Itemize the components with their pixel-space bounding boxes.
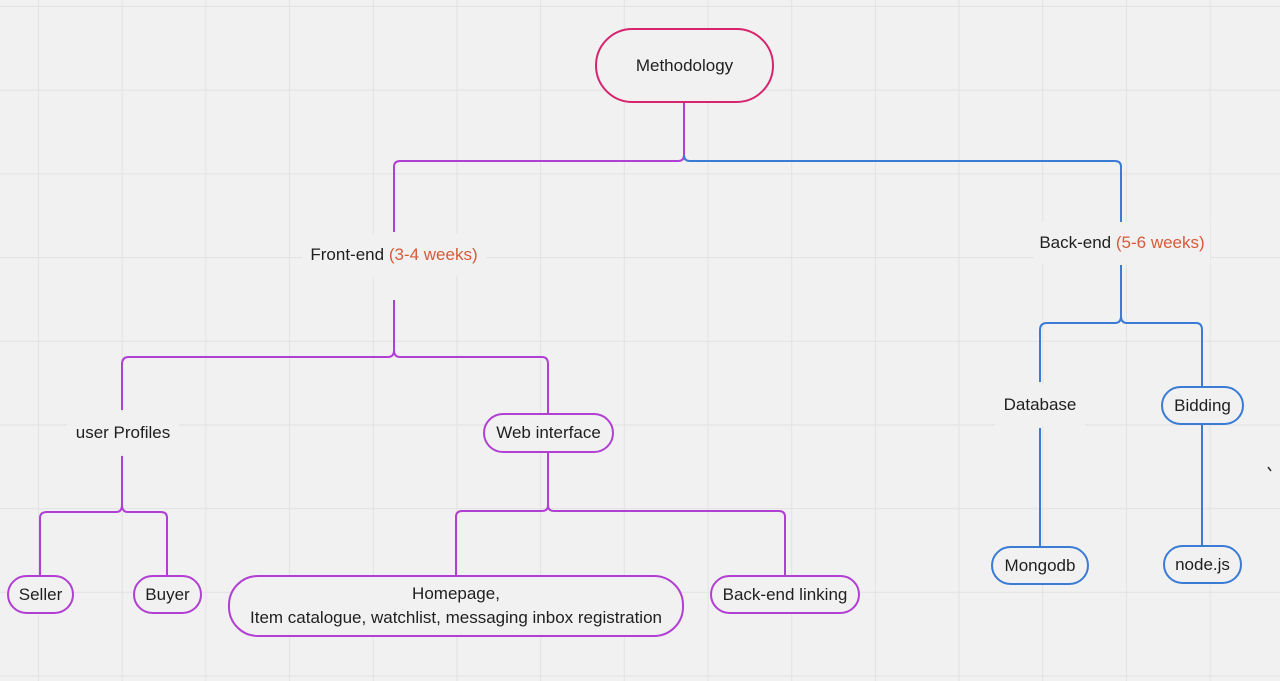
node-homepage-line1: Homepage, [412, 584, 500, 603]
connector-profiles-to-seller [39, 456, 123, 575]
node-frontend-label: Front-end [310, 245, 385, 264]
connector-web-to-homepage [455, 452, 549, 575]
node-web-interface-label: Web interface [496, 423, 601, 442]
node-homepage[interactable]: Homepage, Item catalogue, watchlist, mes… [228, 575, 684, 637]
connector-web-to-backend-linking [547, 504, 786, 575]
node-backend-linking-label: Back-end linking [722, 584, 848, 604]
node-frontend-duration: (3-4 weeks) [388, 245, 478, 264]
node-database-label: Database [1003, 395, 1077, 414]
node-backend-linking[interactable]: Back-end linking [710, 575, 860, 614]
connector-frontend-to-web-interface [393, 349, 549, 413]
node-user-profiles[interactable]: user Profiles [67, 412, 179, 454]
connector-frontend-split [121, 300, 395, 410]
node-homepage-line2: Item catalogue, watchlist, messaging inb… [250, 608, 662, 627]
connector-backend-to-database [1039, 265, 1122, 382]
node-web-interface[interactable]: Web interface [483, 413, 614, 453]
node-bidding-label: Bidding [1174, 395, 1231, 415]
node-seller-label: Seller [18, 584, 63, 604]
node-mongodb[interactable]: Mongodb [991, 546, 1089, 585]
connector-root-to-backend [683, 154, 1122, 222]
node-backend-label: Back-end [1039, 233, 1112, 252]
node-nodejs[interactable]: node.js [1163, 545, 1242, 584]
node-backend-duration: (5-6 weeks) [1115, 233, 1205, 252]
connector-profiles-to-buyer [121, 504, 168, 575]
node-user-profiles-label: user Profiles [75, 423, 171, 442]
node-buyer-label: Buyer [145, 584, 190, 604]
node-bidding[interactable]: Bidding [1161, 386, 1244, 425]
node-mongodb-label: Mongodb [1004, 555, 1076, 575]
node-methodology-label: Methodology [635, 55, 734, 75]
node-nodejs-label: node.js [1175, 554, 1230, 574]
stray-mark [1267, 466, 1272, 472]
node-backend[interactable]: Back-end (5-6 weeks) [1034, 222, 1210, 264]
connector-root-to-frontend [393, 103, 685, 232]
node-database[interactable]: Database [995, 384, 1085, 426]
node-seller[interactable]: Seller [7, 575, 74, 614]
node-frontend[interactable]: Front-end (3-4 weeks) [302, 234, 486, 276]
node-methodology[interactable]: Methodology [595, 28, 774, 103]
connector-backend-to-bidding [1120, 315, 1203, 386]
node-buyer[interactable]: Buyer [133, 575, 202, 614]
